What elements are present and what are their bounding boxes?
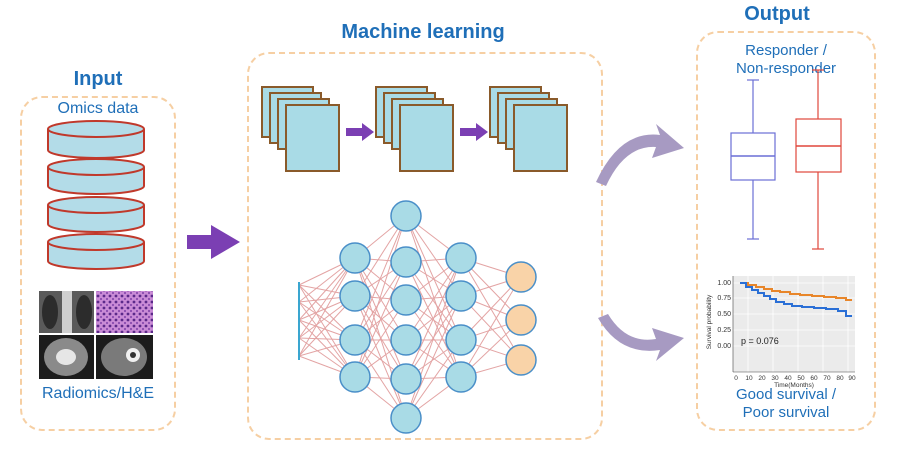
feature-map-icon <box>513 104 568 172</box>
database-disk-icon <box>47 196 145 233</box>
he-stain-image <box>96 291 153 333</box>
km-ytick: 1.00 <box>717 280 731 287</box>
network-edge <box>405 339 462 419</box>
survival-label-line1: Good survival / <box>735 386 837 403</box>
hidden-node <box>390 246 422 278</box>
radiomics-label: Radiomics/H&E <box>41 385 155 402</box>
feature-map-icon <box>285 104 340 172</box>
km-xtick: 50 <box>797 375 805 382</box>
hidden-node <box>445 242 477 274</box>
ml-panel <box>247 52 603 440</box>
network-edge <box>405 261 462 341</box>
survival-label: Good survival / Poor survival <box>711 386 861 422</box>
km-xtick: 30 <box>771 375 779 382</box>
boxplot-responder <box>730 79 776 240</box>
network-edge <box>354 261 407 378</box>
km-xlabel: Time(Months) <box>774 382 814 389</box>
boxplot-non-responder <box>795 69 842 250</box>
hidden-node <box>445 280 477 312</box>
km-xtick: 70 <box>823 375 831 382</box>
responder-label-line1: Responder / <box>745 42 827 59</box>
curved-arrow-icon <box>596 124 684 186</box>
output-node <box>505 261 537 293</box>
network-edge <box>405 257 462 380</box>
feature-map-icon <box>399 104 454 172</box>
output-node <box>505 304 537 336</box>
database-disk-icon <box>47 233 145 270</box>
output-panel <box>696 31 876 431</box>
network-edge <box>298 257 356 357</box>
hidden-node <box>339 361 371 393</box>
hidden-node <box>339 242 371 274</box>
arrow-right-icon <box>346 123 374 141</box>
hidden-node <box>390 200 422 232</box>
output-title: Output <box>744 3 810 25</box>
hidden-node <box>390 402 422 434</box>
network-edge <box>354 215 407 297</box>
hidden-node <box>390 363 422 395</box>
km-xtick: 20 <box>758 375 766 382</box>
brain-mri-image-2 <box>96 335 153 379</box>
arrow-right-icon <box>460 123 488 141</box>
hidden-node <box>390 284 422 316</box>
network-edge <box>405 215 462 341</box>
responder-label-line2: Non-responder <box>735 60 837 77</box>
omics-label: Omics data <box>57 100 139 117</box>
km-xtick: 10 <box>745 375 753 382</box>
network-edge <box>460 276 522 378</box>
network-edge <box>354 257 407 341</box>
network-edge <box>405 215 462 297</box>
km-ytick: 0.25 <box>717 327 731 334</box>
km-p-value: p = 0.076 <box>741 336 779 346</box>
hidden-node <box>339 280 371 312</box>
km-curve-good <box>740 282 852 301</box>
database-disk-icon <box>47 158 145 195</box>
network-edge <box>298 257 356 339</box>
km-xtick: 60 <box>810 375 818 382</box>
curved-arrow-icon <box>598 314 684 361</box>
responder-label: Responder / Non-responder <box>711 42 861 78</box>
database-disk-icon <box>47 120 145 159</box>
output-node <box>505 344 537 376</box>
hidden-node <box>445 361 477 393</box>
input-title: Input <box>73 68 123 90</box>
ml-title: Machine learning <box>341 21 505 43</box>
xray-image <box>39 291 94 333</box>
network-edge <box>354 295 407 419</box>
km-xtick: 90 <box>848 375 856 382</box>
km-ylabel: Survival probability <box>706 294 713 349</box>
hidden-node <box>390 324 422 356</box>
network-edge <box>298 284 356 378</box>
network-edge <box>354 295 407 380</box>
km-xtick: 0 <box>734 375 738 382</box>
survival-label-line2: Poor survival <box>742 404 830 421</box>
km-curve-poor <box>740 282 852 317</box>
brain-mri-image-1 <box>39 335 94 379</box>
km-xtick: 80 <box>836 375 844 382</box>
km-ytick: 0.00 <box>717 343 731 350</box>
hidden-node <box>445 324 477 356</box>
km-ytick: 0.75 <box>717 295 731 302</box>
km-ytick: 0.50 <box>717 311 731 318</box>
network-edge <box>405 257 462 341</box>
network-edge <box>354 215 407 341</box>
input-panel <box>20 96 176 431</box>
hidden-node <box>339 324 371 356</box>
km-xtick: 40 <box>784 375 792 382</box>
network-edge <box>405 295 462 419</box>
